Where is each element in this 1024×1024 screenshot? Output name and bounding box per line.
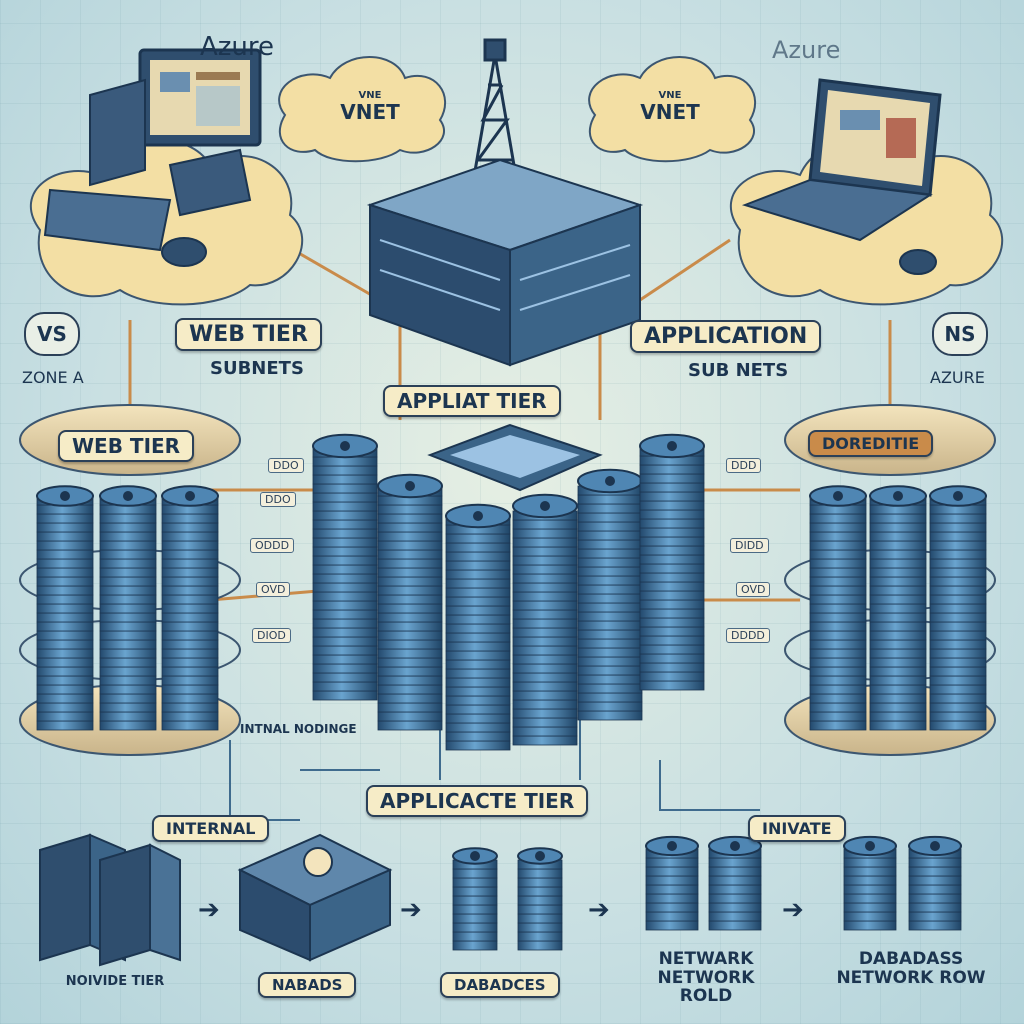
left-stack-title: WEB TIER [58, 430, 195, 462]
internal-network-label: INTNAL NODINGE [240, 722, 357, 736]
center-app-tier-label: APPLIAT TIER [383, 385, 561, 417]
database-icon [929, 485, 987, 731]
arrow-right-icon: ➔ [198, 895, 220, 925]
database-icon [377, 473, 443, 731]
small-tag: DDDD [726, 628, 770, 643]
application-subnets-sub: SUB NETS [688, 360, 789, 381]
small-tag: DDO [260, 492, 296, 507]
database-icon [708, 835, 762, 931]
flow-node-label-1: NOIVIDE TIER [65, 974, 165, 989]
cloud-vnet-left [278, 56, 446, 163]
small-tag: DDO [268, 458, 304, 473]
zone-a-label: ZONE A [22, 368, 84, 387]
azure-label-top-left: Azure [200, 32, 275, 62]
cloud-vnet-right [588, 56, 756, 163]
database-icon [312, 433, 378, 701]
small-tag: OVD [256, 582, 291, 597]
vnet-prefix-right: VNE [658, 90, 682, 101]
vnet-name-right: VNET [640, 100, 700, 124]
vnet-prefix-left: VNE [358, 90, 382, 101]
arrow-right-icon: ➔ [588, 895, 610, 925]
database-icon [639, 433, 705, 691]
small-tag: DDD [726, 458, 762, 473]
flow-node-label-5: DABADASS NETWORK ROW [836, 949, 986, 988]
vnet-name-left: VNET [340, 100, 400, 124]
central-board-icon [427, 423, 603, 492]
small-tag: DIOD [252, 628, 291, 643]
vnet-label-left: VNE VNET [330, 90, 410, 123]
database-icon [161, 485, 219, 731]
vs-badge: VS [24, 312, 80, 356]
server-icon-tower [39, 833, 181, 967]
private-label: INIVATE [748, 815, 846, 842]
database-icon [577, 468, 643, 721]
web-tier-subnets-sub: SUBNETS [210, 358, 304, 379]
arrow-right-icon: ➔ [782, 895, 804, 925]
flow-node-label-3: DABADCES [440, 972, 560, 998]
database-icon [517, 847, 563, 951]
small-tag: OVD [736, 582, 771, 597]
central-server-icon [366, 158, 644, 367]
database-stacks [36, 433, 987, 951]
flow-node-label-4: NETWARK NETWORK ROLD [657, 949, 755, 1007]
flow-node-label-2: NABADS [258, 972, 357, 998]
azure-label-top-right: Azure [772, 36, 841, 64]
application-subnets-title: APPLICATION [630, 320, 822, 353]
database-icon [512, 493, 578, 746]
database-icon [645, 835, 699, 931]
vnet-label-right: VNE VNET [630, 90, 710, 123]
database-icon [99, 485, 157, 731]
database-icon [869, 485, 927, 731]
web-tier-subnets-title: WEB TIER [175, 318, 322, 351]
database-icon [36, 485, 94, 731]
bottom-app-tier-label: APPLICACTE TIER [366, 785, 589, 817]
small-tag: DIDD [730, 538, 769, 553]
database-icon [843, 835, 897, 931]
right-stack-title: DOREDITIE [808, 430, 934, 457]
desktop-computer-icon [43, 48, 262, 267]
small-tag: ODDD [250, 538, 295, 553]
ns-badge: NS [932, 312, 988, 356]
database-icon [452, 847, 498, 951]
database-icon [809, 485, 867, 731]
laptop-icon [741, 78, 942, 275]
antenna-tower-icon [468, 38, 522, 201]
azure-side-label: AZURE [930, 368, 985, 387]
database-icon [908, 835, 962, 931]
database-icon [445, 503, 511, 751]
arrow-right-icon: ➔ [400, 895, 422, 925]
server-icon-nabads [237, 833, 393, 962]
internal-label: INTERNAL [152, 815, 270, 842]
